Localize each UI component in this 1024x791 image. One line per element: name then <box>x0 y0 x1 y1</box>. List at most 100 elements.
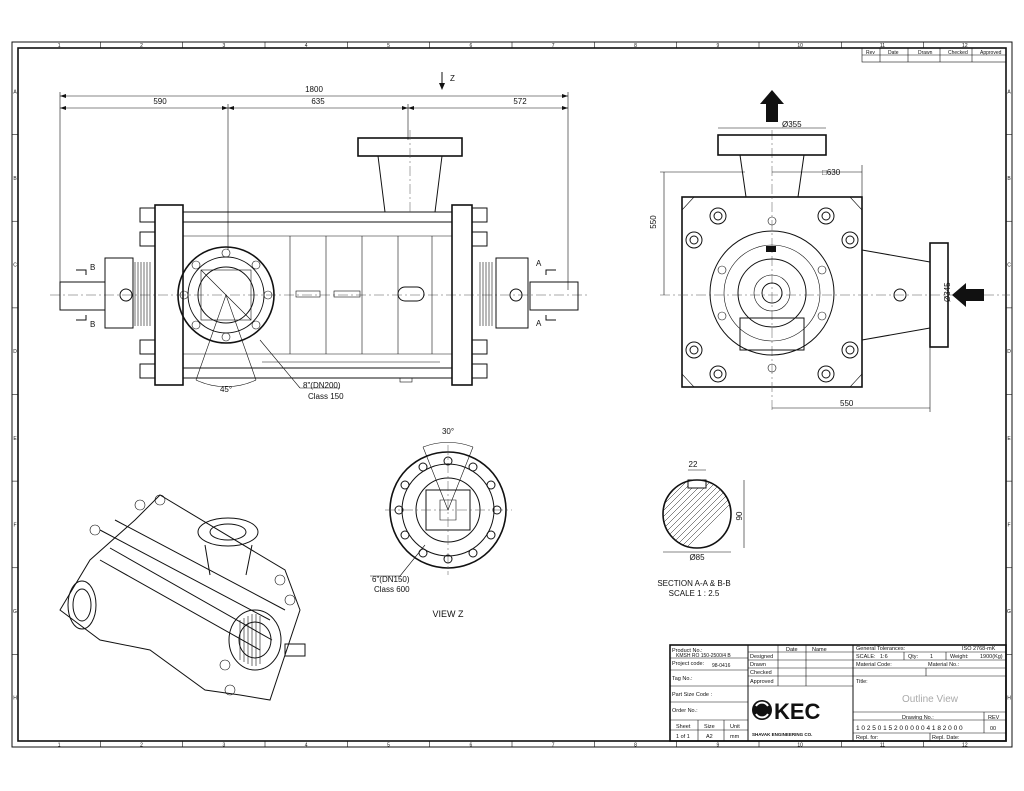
weight-label: Weight: <box>950 654 969 660</box>
zone-column-label: 7 <box>552 743 555 749</box>
view-z-angle: 30° <box>442 427 454 436</box>
section-caption: SECTION A-A & B-B <box>657 579 730 588</box>
end-cover-left <box>154 204 184 386</box>
drawing-number: 1 0 2 5 0 1 5 2 0 0 0 0 0 4 1 8 2 0 0 0 <box>856 725 963 732</box>
zone-column-label: 3 <box>222 43 225 49</box>
roles-header-name: Name <box>812 647 827 653</box>
zone-column-label: 1 <box>58 743 61 749</box>
zone-column-label: 8 <box>634 743 637 749</box>
zone-row-label: E <box>13 436 17 442</box>
view-z-callout-size: 6"(DN150) <box>372 575 410 584</box>
product-no-value: KMSH RO 150-2500/4 B <box>676 653 731 659</box>
repl-for-label: Repl. for: <box>856 735 879 741</box>
zone-row-label: A <box>13 89 17 95</box>
section-b-marker-bottom: B <box>90 320 95 329</box>
material-code-label: Material Code: <box>856 662 892 668</box>
material-no-label: Material No.: <box>928 662 960 668</box>
dim-square: □630 <box>822 168 841 177</box>
dim-height: 550 <box>649 215 658 229</box>
qty-label: Qty: <box>908 654 919 660</box>
dim-mid-label: 635 <box>311 97 325 106</box>
zone-column-label: 12 <box>962 43 968 49</box>
zone-column-label: 9 <box>716 43 719 49</box>
shaft-left <box>59 281 106 311</box>
sheet-label: Sheet <box>676 724 691 730</box>
zone-column-label: 2 <box>140 743 143 749</box>
logo-text: KEC <box>774 699 821 724</box>
dim-key-height: 90 <box>735 511 744 520</box>
unit-value: mm <box>730 734 740 740</box>
zone-row-label: H <box>13 696 17 702</box>
company-logo: KEC SHAVAK ENGINEERING CO. <box>752 699 821 737</box>
dim-key-width: 22 <box>689 460 698 469</box>
zone-row-label: C <box>13 263 17 269</box>
zone-row-label: G <box>13 609 17 615</box>
logo-subtitle: SHAVAK ENGINEERING CO. <box>752 732 812 737</box>
zone-row-label: H <box>1007 696 1011 702</box>
zone-row-label: F <box>1007 522 1010 528</box>
rev-header-checked: Checked <box>948 50 968 56</box>
qty-value: 1 <box>930 654 933 660</box>
size-value: A2 <box>706 734 713 740</box>
dim-right-label: 572 <box>513 97 527 106</box>
zone-column-label: 10 <box>797 43 803 49</box>
role-checked: Checked <box>750 670 772 676</box>
project-code-label: Project code: <box>672 661 705 667</box>
zone-column-label: 6 <box>469 43 472 49</box>
suction-flange <box>177 246 275 344</box>
section-aa: 22 90 Ø85 SECTION A-A & B-B SCALE 1 : 2.… <box>657 460 745 598</box>
front-view: 1800 590 635 572 Z <box>50 72 590 401</box>
section-b-marker-top: B <box>90 263 95 272</box>
zone-column-label: 1 <box>58 43 61 49</box>
role-approved: Approved <box>750 679 774 685</box>
angle-45-label: 45° <box>220 385 232 394</box>
isometric-view <box>59 494 306 701</box>
section-a-marker-top: A <box>536 259 542 268</box>
zone-row-label: E <box>1007 436 1011 442</box>
zone-column-label: 11 <box>880 743 885 749</box>
scale-value: 1:6 <box>880 654 888 660</box>
title-block: Product No.: KMSH RO 150-2500/4 B Projec… <box>669 644 1007 742</box>
zone-row-label: F <box>13 522 16 528</box>
product-no-label: Product No.: <box>672 648 703 654</box>
inner-border <box>17 47 1007 742</box>
role-designed: Designed <box>750 654 773 660</box>
role-drawn: Drawn <box>750 662 766 668</box>
side-view: Ø355 Ø345 □630 550 550 <box>649 90 1010 412</box>
flow-arrow-up <box>760 90 784 122</box>
rev-header-drawn: Drawn <box>918 50 933 56</box>
zone-column-label: 3 <box>222 743 225 749</box>
drawing-title: Outline View <box>902 694 959 705</box>
zone-row-label: D <box>13 349 17 355</box>
roles-header-date: Date <box>786 647 798 653</box>
zone-column-label: 5 <box>387 43 390 49</box>
zone-row-label: B <box>13 176 17 182</box>
zone-column-label: 9 <box>716 743 719 749</box>
zone-row-label: A <box>1007 89 1011 95</box>
tag-no-label: Tag No.: <box>672 676 693 682</box>
repl-date-label: Repl. Date: <box>932 735 960 741</box>
rev-header-date: Date <box>888 50 899 56</box>
zone-row-label: C <box>1007 263 1011 269</box>
dim-width: 550 <box>840 399 854 408</box>
zone-column-label: 11 <box>880 43 885 49</box>
zone-column-label: 2 <box>140 43 143 49</box>
rev-header-rev: Rev <box>866 50 875 56</box>
drawing-no-label: Drawing No.: <box>902 715 934 721</box>
general-tol-value: ISO 2768-mK <box>962 646 996 652</box>
title-label: Title: <box>856 679 868 685</box>
flange-callout-size: 8"(DN200) <box>303 381 341 390</box>
side-bearing-housing <box>709 230 835 356</box>
dim-flange-top: Ø355 <box>782 120 802 129</box>
bearing-left <box>104 257 134 329</box>
section-a-marker-bottom: A <box>536 319 542 328</box>
zone-column-label: 8 <box>634 43 637 49</box>
dim-flange-side: Ø345 <box>943 282 952 302</box>
unit-label: Unit <box>730 724 740 730</box>
revision-block: Rev Date Drawn Checked Approved <box>861 47 1007 63</box>
part-size-code-label: Part Size Code : <box>672 692 713 698</box>
view-z: 30° 6"(DN150) Class 600 VIEW Z <box>370 427 512 619</box>
zone-row-label: D <box>1007 349 1011 355</box>
